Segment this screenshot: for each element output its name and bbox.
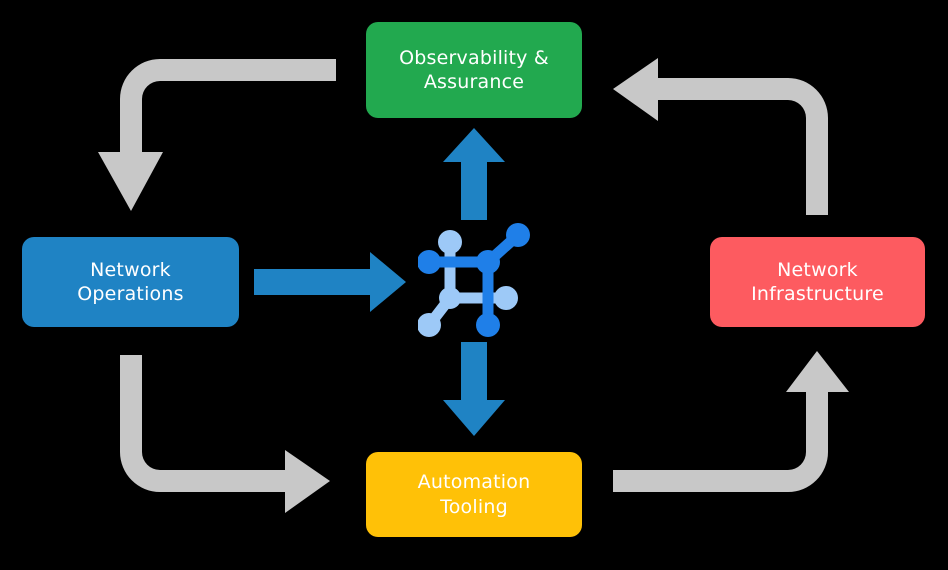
node-network-operations[interactable]: Network Operations xyxy=(22,237,239,327)
node-automation-tooling[interactable]: Automation Tooling xyxy=(366,452,582,537)
flow-arrow-infrastructure-to-observability xyxy=(613,58,828,215)
network-topology-icon xyxy=(418,223,530,337)
primary-arrow-operations-to-center xyxy=(254,252,406,312)
flow-arrow-observability-to-operations xyxy=(98,59,336,211)
flow-arrow-automation-to-infrastructure xyxy=(613,351,849,492)
topology-nodes-secondary xyxy=(418,230,518,337)
node-automation-tooling-label: Automation Tooling xyxy=(417,471,531,518)
flow-arrow-operations-to-automation xyxy=(120,355,330,513)
primary-arrow-center-to-automation xyxy=(443,342,505,436)
node-observability-label: Observability & Assurance xyxy=(399,46,549,93)
topology-nodes-primary xyxy=(418,223,530,337)
primary-arrow-center-to-observability xyxy=(443,128,505,220)
node-network-infrastructure[interactable]: Network Infrastructure xyxy=(710,237,925,327)
node-observability-assurance[interactable]: Observability & Assurance xyxy=(366,22,582,118)
node-network-operations-label: Network Operations xyxy=(77,258,184,305)
node-network-infrastructure-label: Network Infrastructure xyxy=(751,258,884,305)
